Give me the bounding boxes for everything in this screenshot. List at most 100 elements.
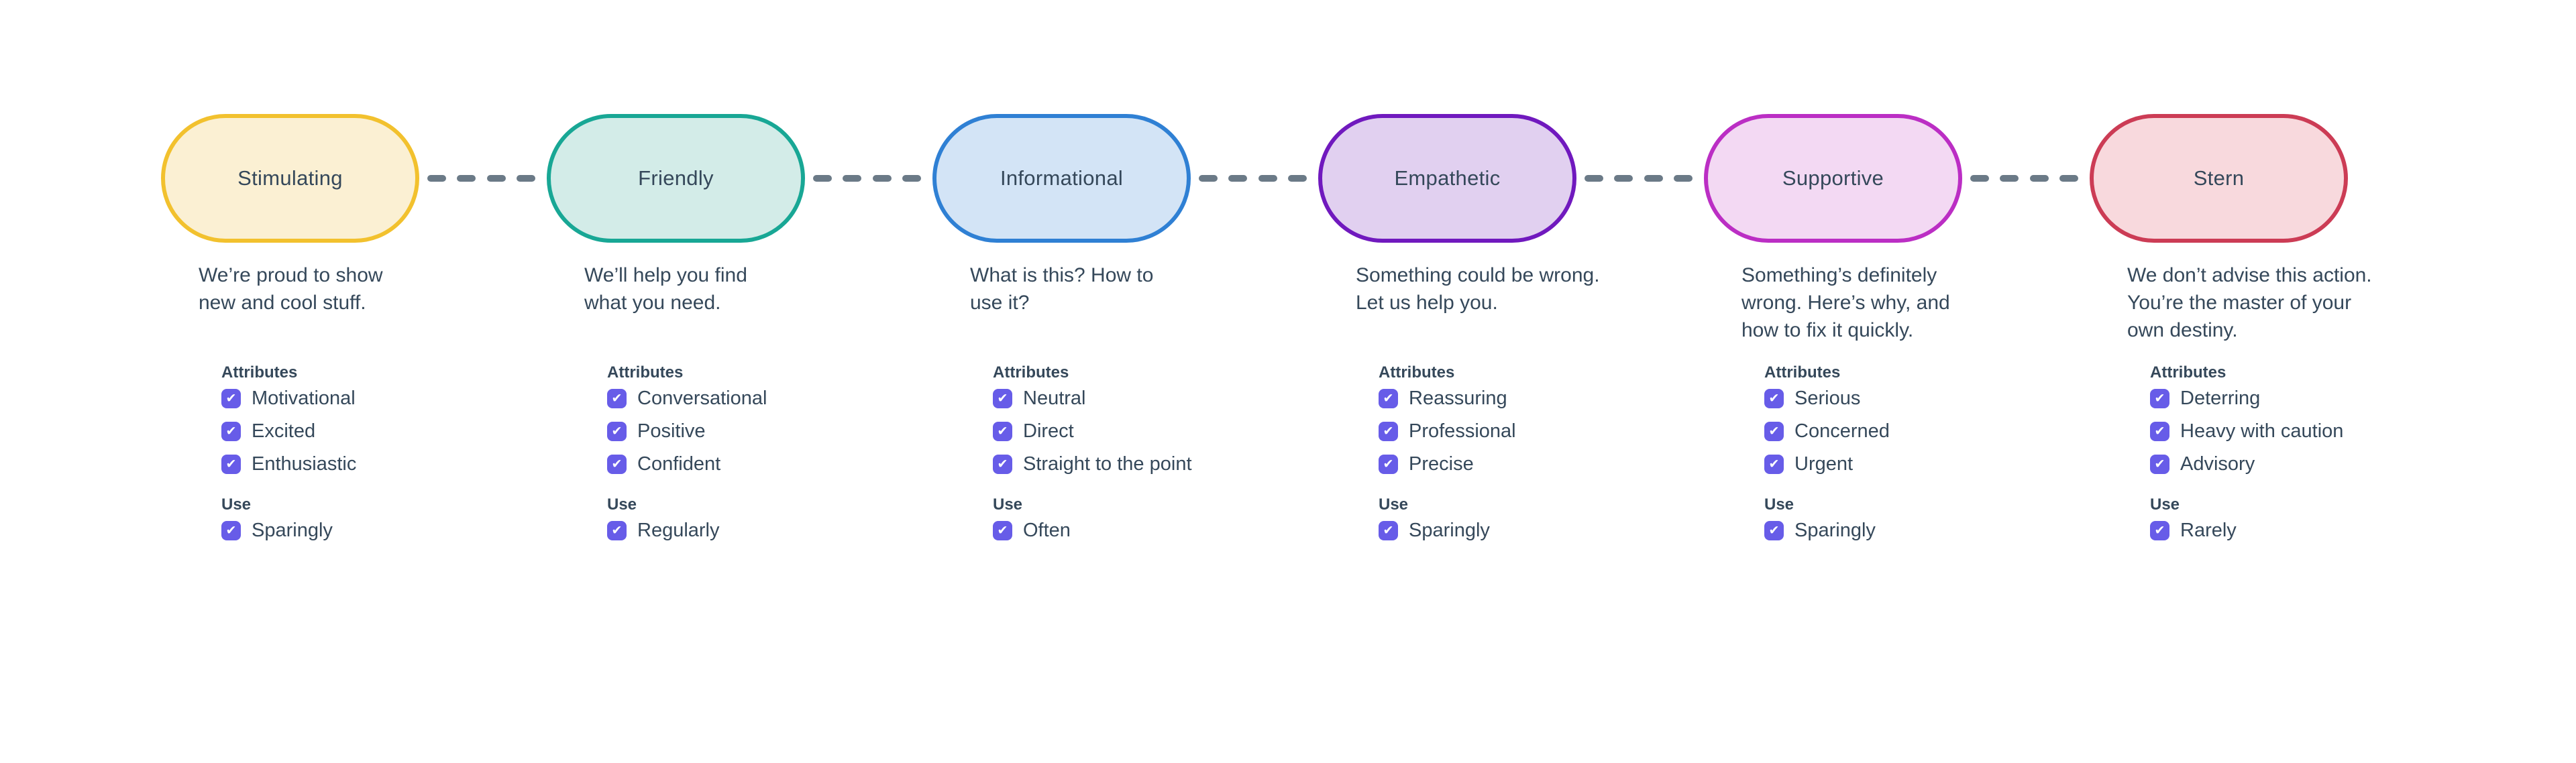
attribute-row: ✔ Heavy with caution [2150,420,2475,442]
attribute-row: ✔ Conversational [607,388,932,409]
attribute-row: ✔ Reassuring [1379,388,1704,409]
checkbox-checked[interactable]: ✔ [993,422,1012,441]
dash [486,175,506,182]
dash [1614,175,1633,182]
use-value: Sparingly [1794,520,1876,541]
use-label: Use [1379,495,1409,514]
checkbox-checked[interactable]: ✔ [1379,422,1398,441]
checkmark-icon: ✔ [225,424,237,438]
checkbox-checked[interactable]: ✔ [1764,455,1784,474]
attribute-label: Concerned [1794,420,1890,442]
dash [872,175,892,182]
attributes-section: Attributes ✔ Neutral ✔ Direct ✔ Straight… [993,363,1318,475]
attribute-row: ✔ Concerned [1764,420,2090,442]
stage-stimulating: Stimulating We’re proud to show new and … [161,114,547,554]
checkbox-checked[interactable]: ✔ [1764,521,1784,540]
checkbox-checked[interactable]: ✔ [607,422,627,441]
checkbox-checked[interactable]: ✔ [607,389,627,408]
attribute-label: Positive [637,420,706,442]
description-line: how to fix it quickly. [1741,319,1914,341]
description-line: use it? [970,292,1030,314]
attributes-section: Attributes ✔ Serious ✔ Concerned ✔ Urgen… [1764,363,2090,475]
use-row: ✔ Sparingly [1379,520,1704,541]
attribute-label: Serious [1794,388,1861,409]
checkmark-icon: ✔ [611,424,623,438]
use-row: ✔ Sparingly [221,520,547,541]
stage-name: Supportive [1782,166,1884,190]
attribute-label: Heavy with caution [2180,420,2344,442]
attribute-row: ✔ Enthusiastic [221,453,547,475]
stage-description: Something’s definitely wrong. Here’s why… [1741,261,2090,364]
use-label: Use [2150,495,2180,514]
attribute-label: Neutral [1023,388,1086,409]
dash [1199,175,1218,182]
attribute-row: ✔ Professional [1379,420,1704,442]
checkmark-icon: ✔ [225,457,237,471]
checkmark-icon: ✔ [997,391,1008,406]
dash [1228,175,1248,182]
checkbox-checked[interactable]: ✔ [221,455,241,474]
checkmark-icon: ✔ [225,391,237,406]
checkbox-checked[interactable]: ✔ [1379,389,1398,408]
description-line: We’ll help you find [584,264,747,286]
attribute-row: ✔ Precise [1379,453,1704,475]
checkbox-checked[interactable]: ✔ [221,422,241,441]
checkbox-checked[interactable]: ✔ [607,521,627,540]
checkmark-icon: ✔ [2154,391,2165,406]
attribute-row: ✔ Direct [993,420,1318,442]
attribute-row: ✔ Serious [1764,388,2090,409]
checkbox-checked[interactable]: ✔ [1379,521,1398,540]
checkbox-checked[interactable]: ✔ [221,389,241,408]
checkmark-icon: ✔ [2154,457,2165,471]
dash [1287,175,1307,182]
attribute-row: ✔ Motivational [221,388,547,409]
description-line: Something’s definitely [1741,264,1937,286]
checkbox-checked[interactable]: ✔ [1764,422,1784,441]
checkbox-checked[interactable]: ✔ [993,521,1012,540]
checkbox-checked[interactable]: ✔ [607,455,627,474]
checkbox-checked[interactable]: ✔ [2150,422,2169,441]
stage-name: Informational [1000,166,1124,190]
description-line: Something could be wrong. [1356,264,1600,286]
attribute-label: Confident [637,453,721,475]
checkbox-checked[interactable]: ✔ [1764,389,1784,408]
checkbox-checked[interactable]: ✔ [221,521,241,540]
checkmark-icon: ✔ [1383,391,1394,406]
checkmark-icon: ✔ [1383,424,1394,438]
checkbox-checked[interactable]: ✔ [1379,455,1398,474]
attribute-row: ✔ Excited [221,420,547,442]
use-section: Use ✔ Regularly [607,496,932,541]
attribute-label: Direct [1023,420,1074,442]
description-line: What is this? How to [970,264,1154,286]
use-row: ✔ Regularly [607,520,932,541]
dash [516,175,535,182]
checkbox-checked[interactable]: ✔ [2150,389,2169,408]
description-line: We’re proud to show [199,264,383,286]
checkmark-icon: ✔ [1768,391,1780,406]
attribute-label: Precise [1409,453,1474,475]
attributes-label: Attributes [1764,363,1841,382]
dash [1258,175,1277,182]
attributes-label: Attributes [993,363,1069,382]
use-row: ✔ Rarely [2150,520,2475,541]
attribute-label: Advisory [2180,453,2255,475]
attribute-label: Excited [252,420,316,442]
attributes-label: Attributes [221,363,298,382]
attribute-label: Urgent [1794,453,1854,475]
dash [427,175,446,182]
checkbox-checked[interactable]: ✔ [2150,455,2169,474]
attributes-label: Attributes [1379,363,1455,382]
attribute-row: ✔ Advisory [2150,453,2475,475]
stage-supportive: Supportive Something’s definitely wrong.… [1704,114,2090,554]
checkbox-checked[interactable]: ✔ [993,389,1012,408]
dash [902,175,921,182]
stage-name: Friendly [638,166,714,190]
stage-name: Stimulating [237,166,343,190]
checkmark-icon: ✔ [611,523,623,538]
attributes-label: Attributes [2150,363,2226,382]
checkbox-checked[interactable]: ✔ [2150,521,2169,540]
attribute-row: ✔ Straight to the point [993,453,1318,475]
stage-description: What is this? How to use it? [970,261,1318,364]
attributes-section: Attributes ✔ Reassuring ✔ Professional ✔… [1379,363,1704,475]
checkbox-checked[interactable]: ✔ [993,455,1012,474]
